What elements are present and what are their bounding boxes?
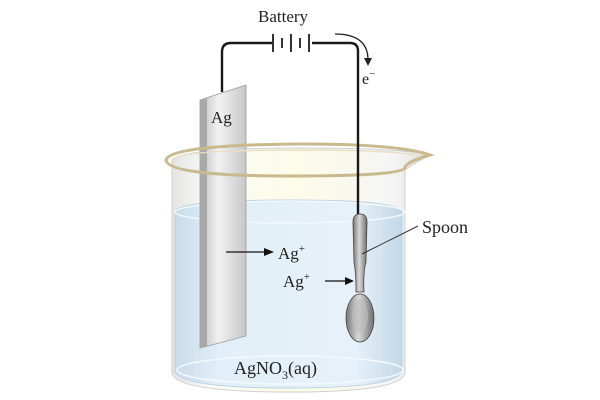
ion-arrow-2 <box>325 277 354 285</box>
beaker-rim <box>164 142 435 178</box>
ion-label-2: Ag+ <box>283 271 310 291</box>
electron-label: e− <box>362 68 375 88</box>
spoon-cathode <box>345 213 375 343</box>
spoon-leader-line <box>361 225 419 255</box>
electron-flow-arrow <box>334 33 372 66</box>
battery-label: Battery <box>258 7 309 26</box>
ion-label-1: Ag+ <box>278 243 305 263</box>
anode-label: Ag <box>211 108 232 127</box>
ion-arrow-1 <box>226 248 274 256</box>
battery-icon <box>272 34 310 52</box>
circuit-wire <box>220 41 360 215</box>
spoon-label: Spoon <box>422 217 468 237</box>
solution-label: AgNO3(aq) <box>234 358 317 382</box>
